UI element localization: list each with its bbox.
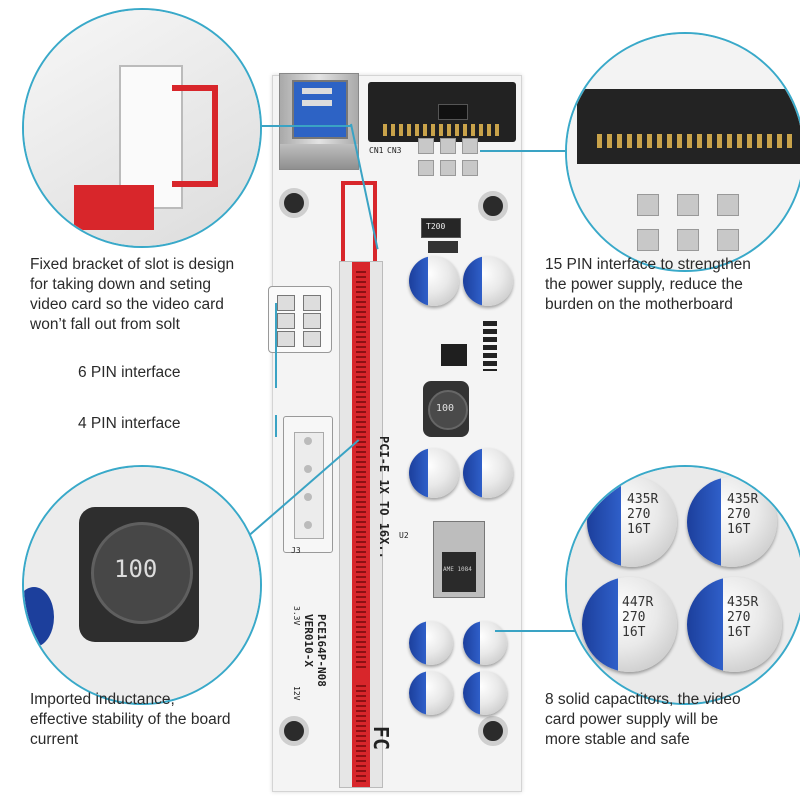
capacitor bbox=[463, 671, 507, 715]
zoom-circle-bracket bbox=[22, 8, 262, 248]
inductor: 100 bbox=[423, 381, 469, 437]
voltage-regulator: AME 1084 bbox=[433, 521, 485, 598]
mount-hole bbox=[279, 188, 309, 218]
four-pin-molex-connector bbox=[283, 416, 333, 553]
solder-pads bbox=[418, 138, 488, 198]
fcc-logo: FC bbox=[369, 726, 393, 751]
callout-line-4pin bbox=[275, 415, 277, 437]
ic-chip bbox=[441, 344, 467, 366]
capacitor bbox=[463, 621, 507, 665]
callout-inductance-text: Imported inductance, effective stability… bbox=[30, 691, 231, 748]
zoom-circle-15pin bbox=[565, 32, 800, 272]
usb3-port bbox=[279, 73, 359, 170]
capacitor bbox=[463, 256, 513, 306]
capacitor bbox=[409, 448, 459, 498]
mount-hole bbox=[478, 716, 508, 746]
callout-15pin-text: 15 PIN interface to strengthen the power… bbox=[545, 256, 751, 313]
callout-4pin-text: 4 PIN interface bbox=[78, 415, 181, 432]
callout-capacitors-text: 8 solid capactitors, the video card powe… bbox=[545, 691, 741, 748]
callout-6pin-text: 6 PIN interface bbox=[78, 364, 181, 381]
riser-board: CN1 CN3 J3 T200 bbox=[268, 73, 522, 792]
inductor-value: 100 bbox=[114, 555, 158, 583]
version-label: VER010-X bbox=[302, 614, 315, 667]
model-label: PCE164P-N08 bbox=[315, 614, 328, 687]
cn1-label: CN1 bbox=[369, 146, 384, 155]
cn3-label: CN3 bbox=[387, 146, 402, 155]
mount-hole bbox=[478, 191, 508, 221]
capacitor bbox=[463, 448, 513, 498]
six-pin-connector bbox=[268, 286, 332, 353]
voltage-12-label: 12V bbox=[292, 686, 301, 701]
capacitor bbox=[409, 621, 453, 665]
callout-line-capacitors bbox=[495, 630, 580, 632]
pcie-16x-slot bbox=[339, 261, 383, 788]
zoom-circle-inductor: 100 bbox=[22, 465, 262, 705]
t200-component: T200 bbox=[421, 218, 461, 238]
sata-15pin-connector bbox=[368, 82, 516, 142]
callout-line-bracket bbox=[260, 125, 352, 127]
diode bbox=[428, 241, 458, 253]
mount-hole bbox=[279, 716, 309, 746]
callout-bracket-text: Fixed bracket of slot is design for taki… bbox=[30, 256, 235, 333]
capacitor bbox=[409, 256, 459, 306]
voltage-33-label: 3.3V bbox=[292, 606, 301, 626]
callout-line-15pin bbox=[480, 150, 580, 152]
board-title: PCI-E 1X TO 16X.. bbox=[377, 436, 391, 559]
capacitor bbox=[409, 671, 453, 715]
smd-array bbox=[483, 321, 497, 371]
callout-line-6pin bbox=[275, 303, 277, 388]
j3-label: J3 bbox=[291, 546, 301, 555]
u2-label: U2 bbox=[399, 531, 409, 540]
